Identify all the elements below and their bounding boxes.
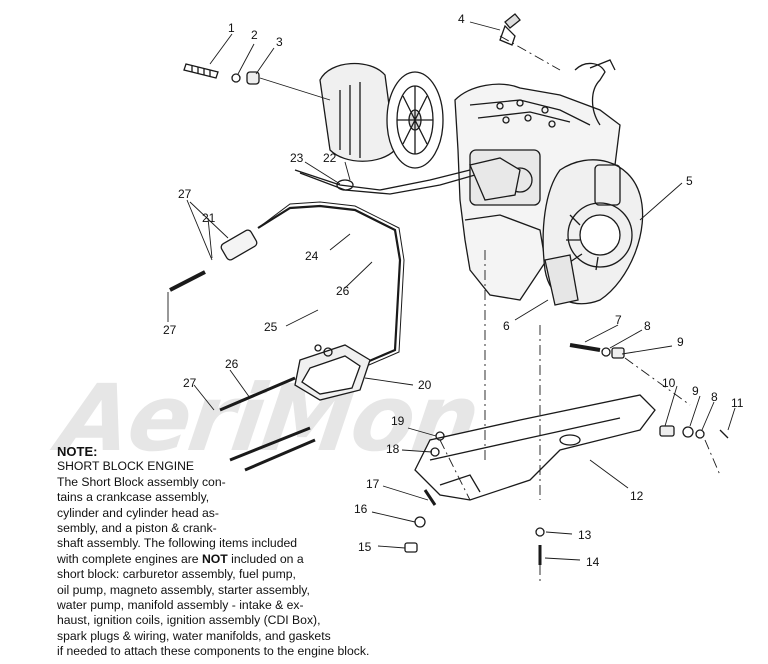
spark-plug [499, 13, 521, 46]
fuel-filter [169, 201, 405, 369]
throttle-cable [294, 169, 471, 191]
callout-8-lower: 8 [711, 390, 718, 404]
note-line: short block: carburetor assembly, fuel p… [57, 567, 296, 582]
hose-26-left [219, 376, 296, 412]
note-line: with complete engines are NOT included o… [57, 552, 417, 567]
note-line: tains a crankcase assembly, [57, 490, 210, 505]
fuel-pump [294, 344, 371, 401]
engine-plate [414, 394, 656, 501]
callout-26-lower: 26 [225, 357, 239, 371]
callout-7: 7 [615, 313, 622, 327]
callout-11: 11 [731, 396, 744, 410]
note-line: cylinder and cylinder head as- [57, 505, 219, 520]
note-text: included on a [227, 551, 304, 566]
callout-27-middle: 27 [163, 323, 177, 337]
note-text: with complete engines are [57, 551, 202, 566]
bolt-assembly [183, 63, 260, 85]
callout-17: 17 [366, 477, 380, 491]
motor-mount-bolts [569, 343, 729, 439]
callout-18: 18 [386, 442, 400, 456]
callout-10: 10 [662, 376, 676, 390]
callout-9-lower: 9 [692, 384, 699, 398]
callout-15: 15 [358, 540, 372, 554]
note-emphasis: NOT [201, 551, 228, 566]
callout-9-upper: 9 [677, 335, 684, 349]
note-line: The Short Block assembly con- [57, 474, 226, 489]
note-line: sembly, and a piston & crank- [57, 521, 217, 536]
callout-19: 19 [391, 414, 405, 428]
callout-25: 25 [264, 320, 278, 334]
callout-2: 2 [251, 28, 258, 42]
center-lines [439, 35, 721, 585]
leader-lines [167, 21, 736, 561]
magneto-cover [542, 159, 644, 306]
callout-5: 5 [686, 174, 693, 188]
callout-6: 6 [503, 319, 510, 333]
note-heading: SHORT BLOCK ENGINE [57, 459, 195, 474]
note-line: if needed to attach these components to … [57, 644, 370, 659]
carburetor [469, 157, 521, 201]
drive-clutch [319, 62, 444, 169]
callout-26-upper: 26 [336, 284, 350, 298]
callout-21: 21 [202, 211, 216, 225]
callout-16: 16 [354, 502, 368, 516]
note-line: shaft assembly. The following items incl… [57, 536, 298, 551]
callout-4: 4 [458, 12, 465, 26]
note-line: haust, ignition coils, ignition assembly… [57, 613, 321, 628]
callout-13: 13 [578, 528, 592, 542]
callout-14: 14 [586, 555, 600, 569]
callout-24: 24 [305, 249, 319, 263]
spark-plug-wire [574, 62, 606, 126]
callout-27-bottom: 27 [183, 376, 197, 390]
callout-8-upper: 8 [644, 319, 651, 333]
note-line: water pump, manifold assembly - intake &… [57, 598, 304, 613]
callout-12: 12 [630, 489, 644, 503]
note-line: spark plugs & wiring, water manifolds, a… [57, 628, 331, 643]
callout-27-top: 27 [178, 187, 192, 201]
callout-3: 3 [276, 35, 283, 49]
callout-20: 20 [418, 378, 432, 392]
note-line: oil pump, magneto assembly, starter asse… [57, 582, 310, 597]
short-block-note: NOTE: SHORT BLOCK ENGINE The Short Block… [57, 444, 417, 660]
callout-1: 1 [228, 21, 235, 35]
note-title: NOTE: [57, 444, 98, 459]
callout-22: 22 [323, 151, 337, 165]
callout-23: 23 [290, 151, 304, 165]
